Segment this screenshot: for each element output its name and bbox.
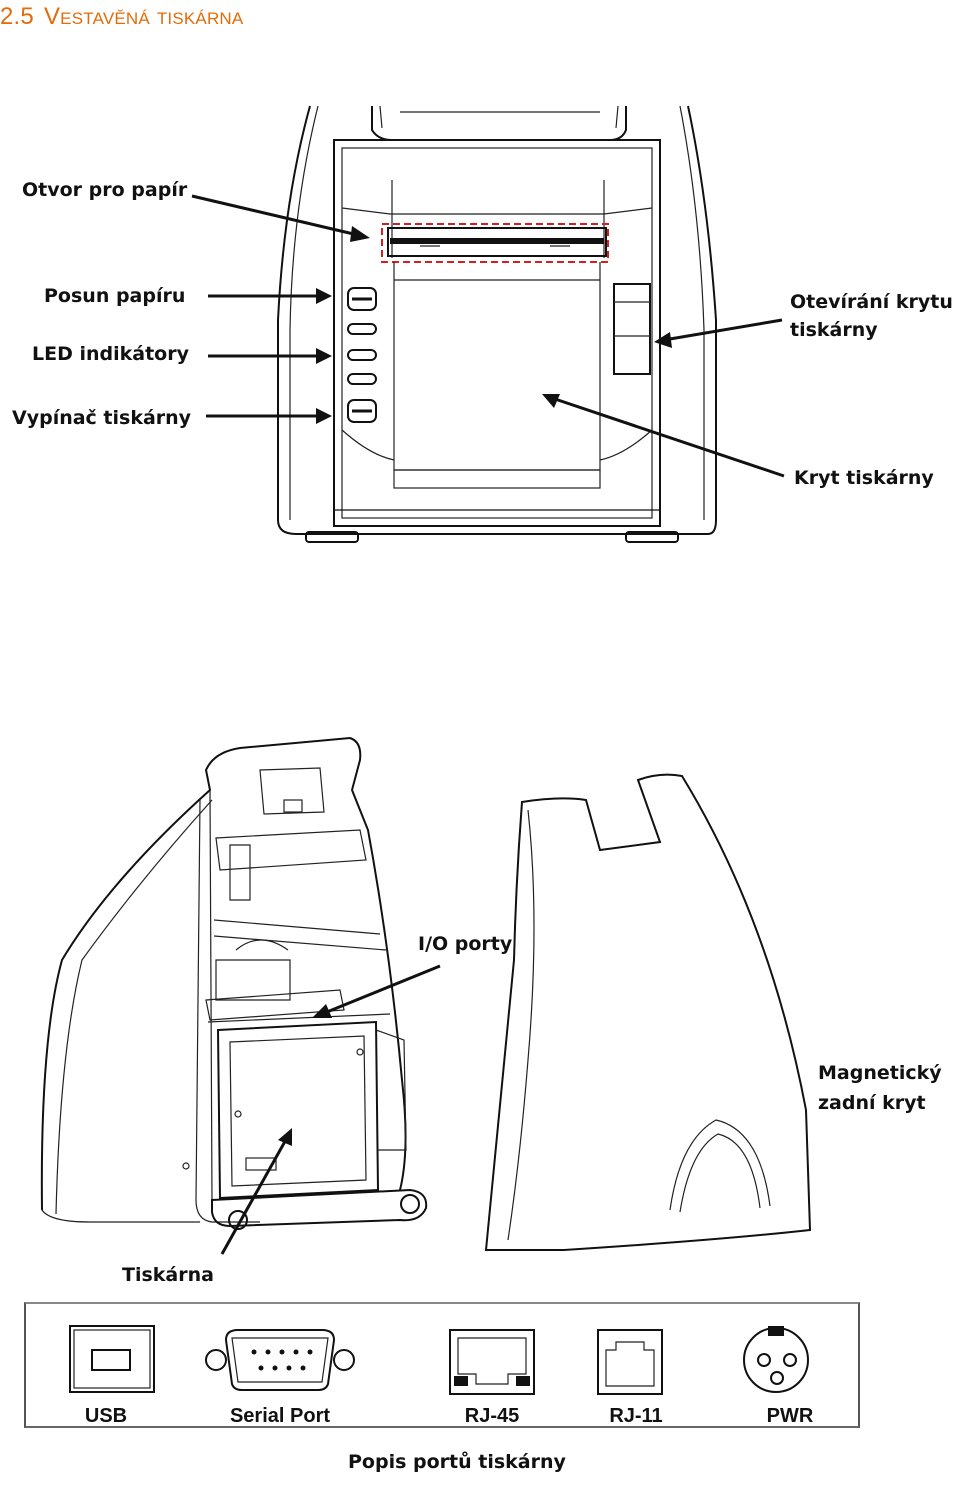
power-port-icon	[743, 1326, 809, 1393]
port-label-usb: USB	[84, 1405, 128, 1427]
label-magnetic-cover: Magnetický zadní kryt	[818, 1062, 942, 1114]
ports-caption: Popis portů tiskárny	[348, 1451, 566, 1473]
section-heading: 2.5 Vestavěná tiskárna	[0, 0, 243, 34]
label-paper-slot: Otvor pro papír	[22, 179, 188, 201]
label-printer: Tiskárna	[122, 1264, 214, 1286]
port-label-serial: Serial Port	[229, 1405, 331, 1427]
ports-panel	[24, 1302, 860, 1428]
label-paper-feed: Posun papíru	[44, 285, 186, 307]
label-cover-open: Otevírání krytu tiskárny	[790, 291, 953, 341]
rj11-port-icon	[597, 1329, 663, 1395]
serial-port-icon	[205, 1329, 355, 1391]
ports-icons	[69, 1325, 809, 1395]
printer-front-drawing	[191, 105, 785, 543]
section-number: 2.5	[0, 3, 34, 30]
section-title: Vestavěná tiskárna	[43, 3, 244, 30]
label-io-ports: I/O porty	[418, 933, 513, 955]
label-printer-cover: Kryt tiskárny	[794, 467, 934, 489]
usb-port-icon	[69, 1325, 155, 1393]
printer-side-drawing	[40, 736, 812, 1255]
rj45-port-icon	[449, 1329, 535, 1395]
port-label-rj11: RJ-11	[609, 1405, 663, 1427]
port-label-rj45: RJ-45	[464, 1405, 520, 1427]
label-power-switch: Vypínač tiskárny	[12, 407, 192, 429]
port-label-pwr: PWR	[766, 1405, 814, 1427]
label-led-indicators: LED indikátory	[32, 343, 189, 365]
